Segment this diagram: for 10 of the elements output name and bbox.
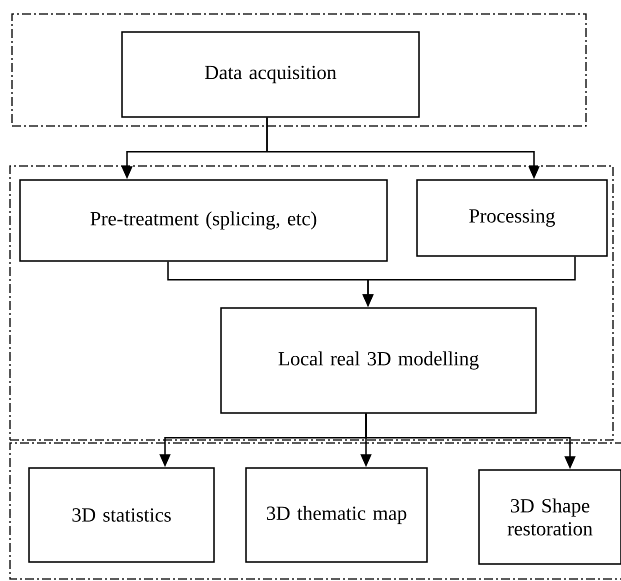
process-box: 3D Shape restoration	[478, 469, 621, 565]
group-frame	[9, 165, 614, 441]
group-frame	[11, 13, 587, 127]
process-box: 3D statistics	[28, 467, 215, 563]
process-box: Processing	[416, 179, 608, 257]
process-box: 3D thematic map	[245, 467, 428, 563]
process-box: Local real 3D modelling	[220, 307, 537, 414]
process-box: Pre-treatment (splicing, etc)	[19, 179, 388, 262]
group-frame	[9, 442, 621, 580]
process-box: Data acquisition	[121, 31, 420, 118]
